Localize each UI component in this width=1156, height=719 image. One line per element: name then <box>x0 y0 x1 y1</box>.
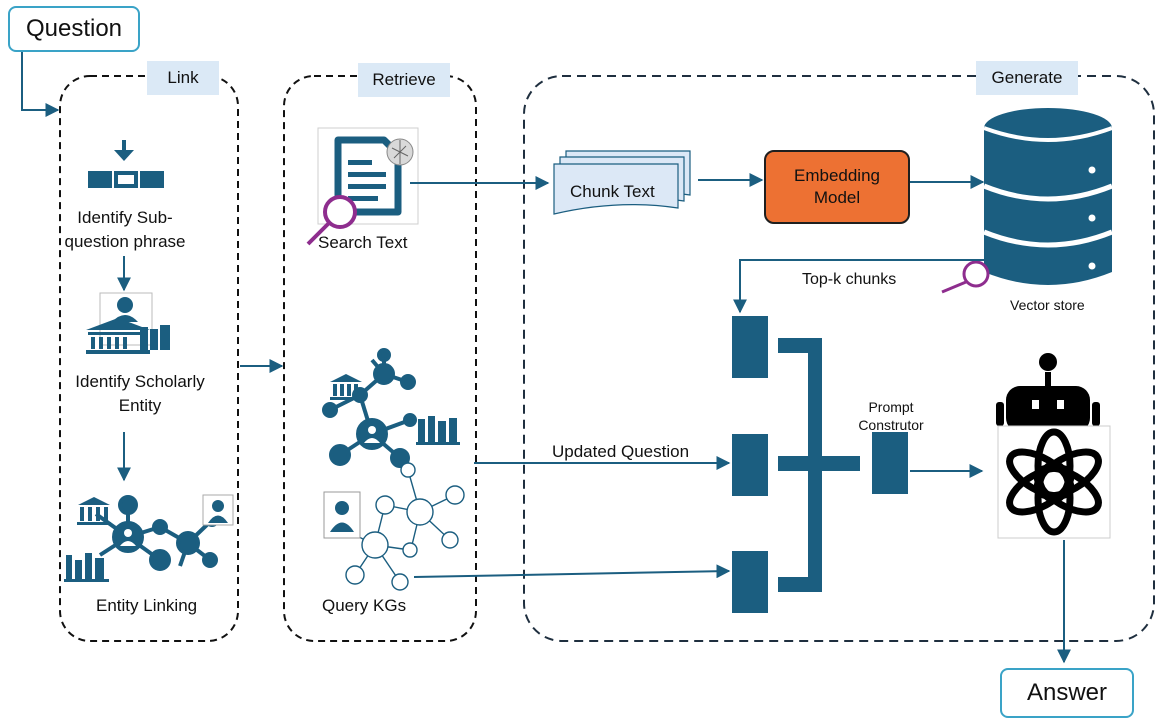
link-stage-tab: Link <box>147 61 219 95</box>
entity-linking-label: Entity Linking <box>96 596 198 615</box>
embedding-model-box: Embedding Model <box>764 150 910 224</box>
link-stage-container <box>59 75 239 642</box>
updated-question-label: Updated Question <box>552 442 690 461</box>
magnifier-icon <box>306 195 357 246</box>
identify-subquestion-line2: question phrase <box>64 232 186 251</box>
identify-entity-label: Identify Scholarly Entity <box>58 370 222 418</box>
library-icon <box>86 292 170 354</box>
question-box: Question <box>8 6 140 52</box>
prompt-line2: Construtor <box>858 417 924 433</box>
question-to-link-arrow <box>21 50 60 117</box>
library-icon-retrieve <box>330 374 460 445</box>
database-icon <box>983 108 1113 285</box>
prompt-constructor-label: Prompt Construtor <box>836 398 946 434</box>
magnifier-icon-store <box>941 260 990 294</box>
robot-icon <box>996 353 1100 432</box>
knowledge-graph-icon-link <box>94 495 219 571</box>
prompt-line1: Prompt <box>868 399 914 415</box>
answer-box: Answer <box>1000 668 1134 718</box>
library-icon-small <box>64 497 111 582</box>
identify-subquestion-label: Identify Sub- question phrase <box>60 206 190 254</box>
identify-subquestion-line1: Identify Sub- <box>77 208 173 227</box>
generate-stage-tab: Generate <box>976 61 1078 95</box>
identify-entity-line2: Entity <box>118 396 162 415</box>
wikipedia-document-icon <box>317 127 419 225</box>
chunk-text-documents <box>553 150 691 215</box>
prompt-merge-blocks <box>732 316 908 613</box>
identify-entity-line1: Identify Scholarly <box>75 372 205 391</box>
person-portrait-icon-retrieve <box>323 491 361 539</box>
person-portrait-icon <box>202 494 234 526</box>
chunk-text-label: Chunk Text <box>570 182 655 201</box>
embedding-line1: Embedding <box>793 166 880 185</box>
query-kgs-label: Query KGs <box>322 596 407 615</box>
knowledge-graph-icon-retrieve <box>322 348 417 468</box>
openai-logo-icon <box>997 425 1111 539</box>
topk-arrow <box>733 259 990 314</box>
generate-stage-container <box>523 75 1155 642</box>
retrieve-stage-tab: Retrieve <box>358 63 450 97</box>
search-text-label: Search Text <box>318 233 408 252</box>
top-k-label: Top-k chunks <box>802 271 897 288</box>
vector-store-label: Vector store <box>1010 297 1085 313</box>
download-icon <box>88 140 164 188</box>
query-kgs-arrow <box>413 564 731 579</box>
embedding-line2: Model <box>813 188 861 207</box>
